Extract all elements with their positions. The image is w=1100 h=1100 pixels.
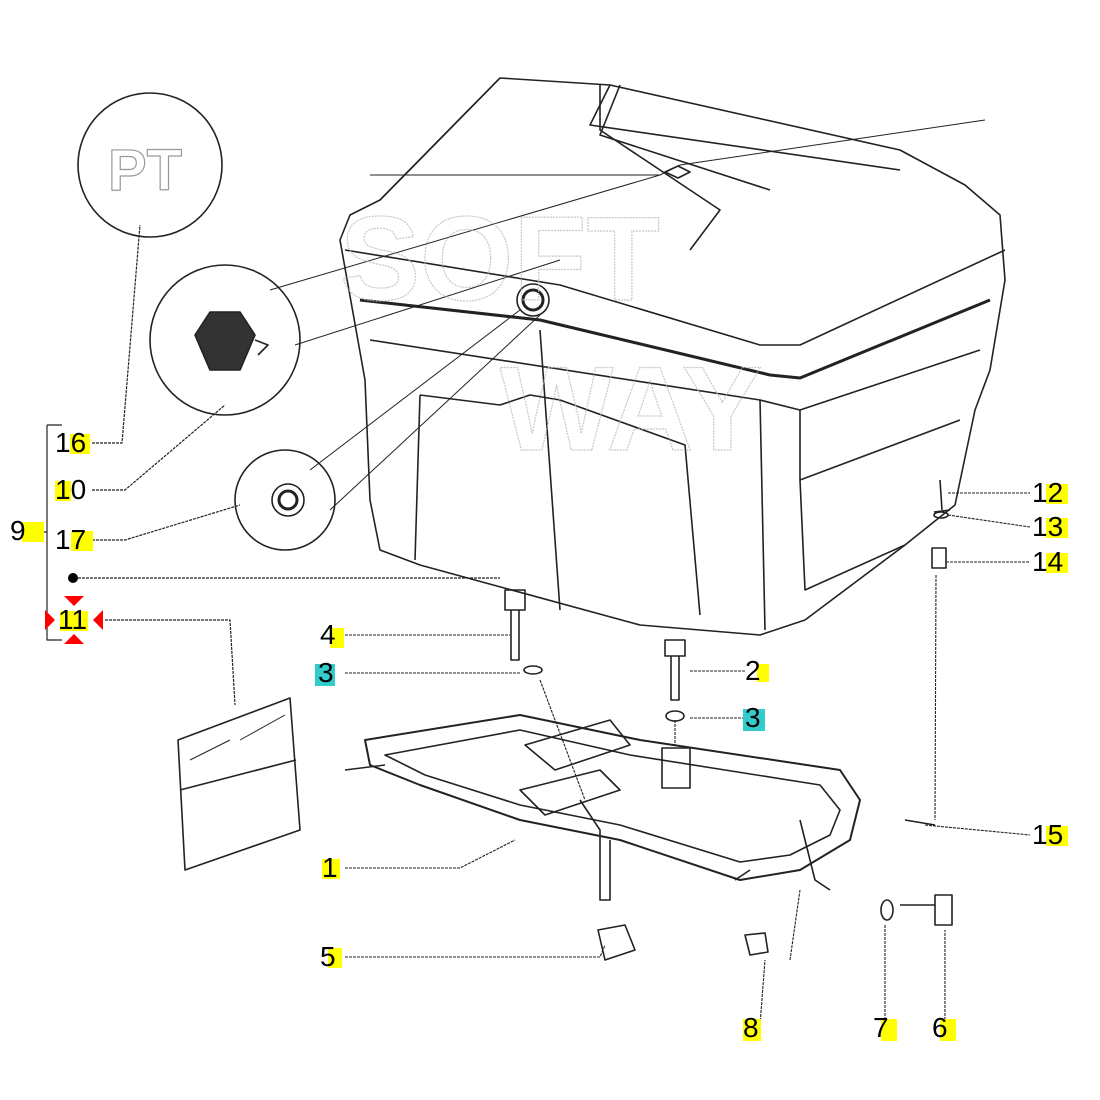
callout-10[interactable]: 10	[55, 474, 87, 505]
bolt-4	[504, 589, 543, 675]
bolt-6	[880, 894, 953, 926]
callout-3-lower[interactable]: 3	[743, 703, 765, 733]
red-selection-markers	[45, 596, 103, 644]
callout-2[interactable]: 2	[745, 656, 769, 686]
callout-9[interactable]: 9	[10, 516, 44, 546]
svg-text:SOFT: SOFT	[340, 192, 660, 326]
svg-text:WAY: WAY	[500, 342, 762, 476]
callout-15[interactable]: 15	[1032, 820, 1068, 850]
callout-6[interactable]: 6	[932, 1013, 956, 1043]
watermark: SOFT WAY	[339, 191, 763, 476]
rack-frame	[344, 714, 936, 901]
callout-5[interactable]: 5	[320, 942, 342, 972]
callout-17[interactable]: 17	[55, 525, 93, 555]
nut-8	[744, 932, 769, 956]
pt-badge-circle	[77, 92, 223, 238]
callout-4[interactable]: 4	[320, 620, 344, 650]
top-case	[339, 77, 1006, 636]
pad-5	[597, 924, 636, 961]
document-bag	[177, 697, 301, 871]
spacer-14	[931, 547, 947, 569]
emblem-icon	[194, 311, 256, 371]
callout-11[interactable]: 11	[58, 604, 88, 635]
callout-12[interactable]: 12	[1032, 478, 1068, 508]
callout-14[interactable]: 14	[1032, 547, 1068, 577]
lock-circle	[234, 449, 336, 551]
emblem-circle	[149, 264, 301, 416]
callout-7[interactable]: 7	[873, 1013, 897, 1043]
pt-badge-text: PT	[108, 138, 182, 203]
bolt-2	[664, 639, 686, 722]
case-lock	[516, 283, 550, 317]
callout-16[interactable]: 16	[55, 428, 90, 458]
callout-3-upper[interactable]: 3	[315, 658, 335, 688]
group-dot-marker	[68, 573, 78, 583]
callout-8[interactable]: 8	[743, 1013, 761, 1043]
callout-13[interactable]: 13	[1032, 512, 1068, 542]
callout-1[interactable]: 1	[322, 853, 340, 883]
